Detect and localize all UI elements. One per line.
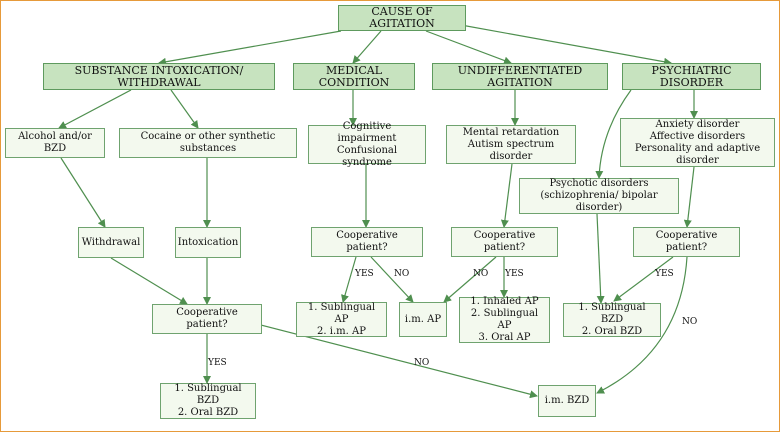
edge-substance-alcohol (58, 89, 132, 129)
cocaine-label: Cocaine or other synthetic substances (140, 131, 276, 154)
intoxication-label: Intoxication (177, 236, 239, 248)
bzd-sublingual-psych-label: 1. Sublingual BZD 2. Oral BZD (578, 302, 646, 337)
undifferentiated-label: UNDIFFERENTIATED AGITATION (457, 63, 583, 89)
edge-medical-yes (341, 256, 357, 303)
edge-undiff-no (443, 256, 497, 303)
ap-inhaled-label: 1. Inhaled AP 2. Sublingual AP 3. Oral A… (470, 296, 539, 343)
edge-alcohol-withdrawal (60, 157, 106, 228)
ap-sublingual-node: 1. Sublingual AP 2. i.m. AP (296, 302, 387, 337)
edge-cause-substance (158, 30, 342, 66)
intoxication-node: Intoxication (175, 227, 241, 258)
medical-label: MEDICAL CONDITION (318, 63, 390, 89)
ap-sublingual-label: 1. Sublingual AP 2. i.m. AP (307, 301, 376, 337)
cognitive-label: Cognitive impairment Confusional syndrom… (336, 120, 398, 168)
no-label-medical: NO (394, 269, 410, 279)
coop-substance-node: Cooperative patient? (152, 304, 262, 334)
cause-of-agitation-node: CAUSE OF AGITATION (338, 5, 466, 31)
edge-cause-psychiatric (460, 24, 672, 66)
im-ap-label: i.m. AP (404, 313, 442, 325)
cocaine-node: Cocaine or other synthetic substances (119, 128, 297, 158)
coop-psych-node: Cooperative patient? (633, 227, 740, 257)
edge-cause-undifferentiated (425, 30, 512, 65)
coop-psych-label: Cooperative patient? (655, 230, 718, 253)
psychotic-node: Psychotic disorders (schizophrenia/ bipo… (519, 178, 679, 214)
cognitive-node: Cognitive impairment Confusional syndrom… (308, 121, 426, 168)
yes-label-psych: YES (655, 269, 674, 279)
psychotic-label: Psychotic disorders (schizophrenia/ bipo… (540, 178, 658, 213)
edge-psych-no (596, 256, 688, 394)
anxiety-label: Anxiety disorder Affective disorders Per… (634, 118, 761, 166)
edge-substance-cocaine (170, 89, 199, 129)
edge-psychotic-bzd (596, 213, 605, 304)
edge-withdrawal-coop (110, 257, 188, 305)
no-label-psych: NO (682, 317, 698, 327)
alcohol-node: Alcohol and/or BZD (5, 128, 105, 158)
coop-medical-label: Cooperative patient? (336, 230, 398, 253)
edge-anxiety-coop (683, 166, 695, 228)
edge-medical-no (370, 256, 414, 303)
cause-of-agitation-label: CAUSE OF AGITATION (369, 5, 435, 30)
im-bzd-label: i.m. BZD (544, 395, 590, 406)
im-bzd-node: i.m. BZD (538, 385, 596, 417)
yes-label-undiff: YES (505, 269, 524, 279)
alcohol-label: Alcohol and/or BZD (18, 131, 92, 154)
edge-mental-coop (500, 163, 513, 228)
coop-substance-label: Cooperative patient? (176, 307, 238, 330)
medical-node: MEDICAL CONDITION (293, 63, 415, 90)
im-ap-node: i.m. AP (399, 302, 447, 337)
no-label-undiff: NO (473, 269, 489, 279)
withdrawal-node: Withdrawal (78, 227, 144, 258)
mental-node: Mental retardation Autism spectrum disor… (446, 125, 576, 164)
no-label-substance: NO (414, 358, 430, 368)
undifferentiated-node: UNDIFFERENTIATED AGITATION (432, 63, 608, 90)
coop-undiff-label: Cooperative patient? (473, 230, 536, 253)
yes-label-medical: YES (355, 269, 374, 279)
substance-node: SUBSTANCE INTOXICATION/ WITHDRAWAL (43, 63, 275, 90)
psychiatric-label: PSYCHIATRIC DISORDER (651, 63, 732, 89)
anxiety-node: Anxiety disorder Affective disorders Per… (620, 118, 775, 167)
edge-psych-yes (613, 256, 674, 302)
yes-label-substance: YES (208, 358, 227, 368)
bzd-sublingual-substance-node: 1. Sublingual BZD 2. Oral BZD (160, 383, 256, 419)
psychiatric-node: PSYCHIATRIC DISORDER (622, 63, 761, 90)
coop-medical-node: Cooperative patient? (311, 227, 423, 257)
edge-cause-medical (352, 30, 382, 64)
mental-label: Mental retardation Autism spectrum disor… (462, 126, 560, 162)
substance-label: SUBSTANCE INTOXICATION/ WITHDRAWAL (74, 63, 244, 89)
bzd-sublingual-psych-node: 1. Sublingual BZD 2. Oral BZD (563, 302, 661, 337)
edge-substance-no (252, 322, 538, 399)
coop-undiff-node: Cooperative patient? (451, 227, 558, 257)
ap-inhaled-node: 1. Inhaled AP 2. Sublingual AP 3. Oral A… (459, 296, 550, 343)
edge-psych-psychotic (595, 89, 632, 179)
withdrawal-label: Withdrawal (81, 236, 141, 248)
bzd-sublingual-substance-label: 1. Sublingual BZD 2. Oral BZD (174, 383, 242, 418)
